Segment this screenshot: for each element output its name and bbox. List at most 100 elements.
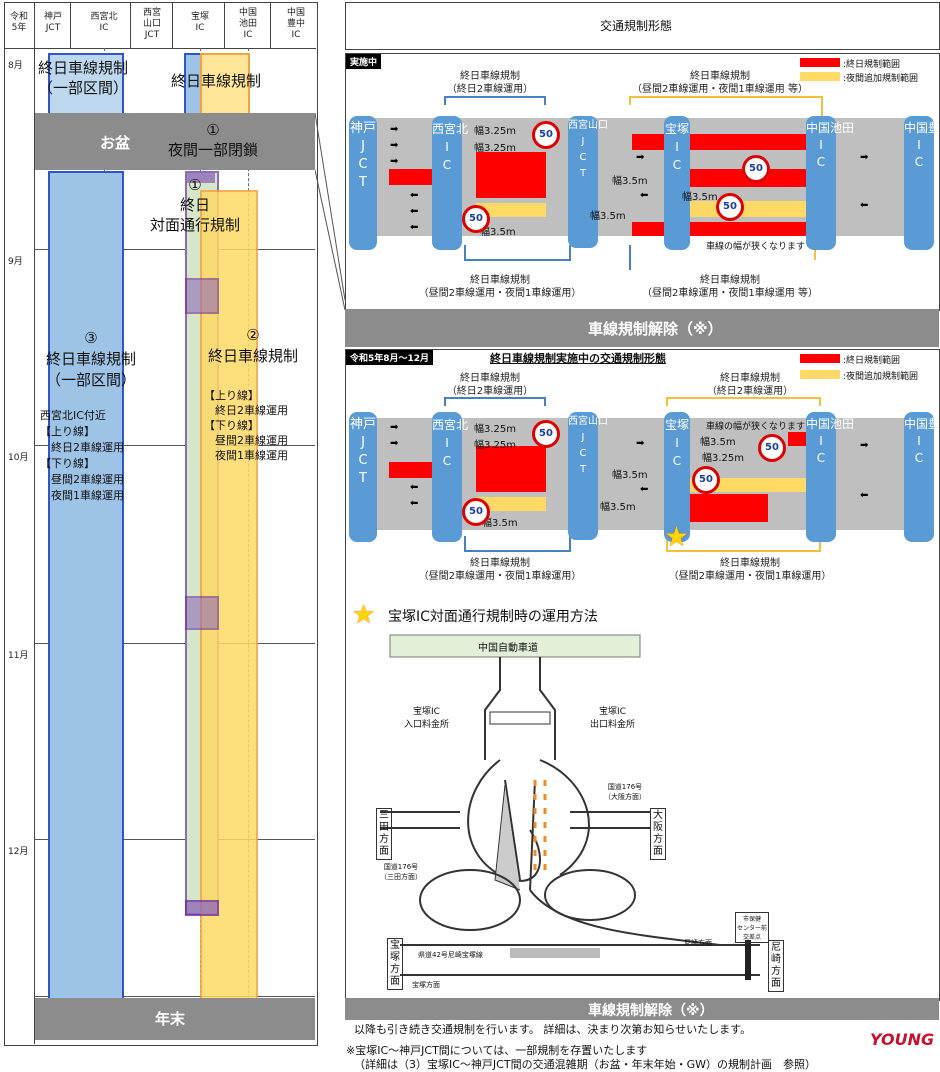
- map-title: 宝塚IC対面通行規制時の運用方法: [388, 609, 598, 625]
- s2-red-block: [476, 446, 546, 492]
- month-aug: 8月: [8, 61, 23, 71]
- section1-badge: 実施中: [346, 54, 382, 69]
- lane-arrow-right-icon: ➡: [390, 140, 399, 151]
- s1-node-kobe: 神戸 J C T: [349, 116, 377, 250]
- legend-red-swatch: [800, 58, 840, 67]
- release-band-2: [345, 998, 939, 1020]
- map-center-intersection: 市保健 センター前 交差点: [735, 912, 770, 943]
- purple-marker: [185, 900, 219, 916]
- s2-width-label: 幅3.5m: [612, 470, 648, 481]
- s2-yellow-block: [476, 497, 546, 511]
- year-col-line: [34, 2, 35, 1044]
- grid-line: [34, 445, 315, 446]
- s1-width-label: 幅3.5m: [590, 211, 626, 222]
- s1-red-block: [476, 152, 546, 198]
- lane-arrow-right-icon: ➡: [636, 438, 645, 449]
- grid-line: [34, 249, 315, 250]
- s1-bottom-left-label: 終日車線規制 （昼間2車線運用・夜間1車線運用）: [418, 275, 582, 299]
- connector-lines: [315, 112, 346, 311]
- s1-width-label: 幅3.25m: [474, 126, 517, 137]
- grid-line: [34, 643, 315, 644]
- s2-bracket-lines: [444, 397, 821, 552]
- s2-top-left-label: 終日車線規制 （終日2車線運用）: [446, 373, 534, 397]
- lane-arrow-left-icon: ⬅: [410, 498, 419, 509]
- aug-right-label: 終日車線規制: [171, 72, 262, 90]
- month-oct: 10月: [8, 453, 29, 463]
- lane-arrow-left-icon: ⬅: [640, 484, 649, 495]
- bar-2-yellow: [200, 190, 258, 1000]
- speed-limit-sign: 50: [462, 205, 490, 233]
- s2-bottom-left-label: 終日車線規制 （昼間2車線運用・夜間1車線運用）: [418, 558, 582, 582]
- purple-marker: [185, 596, 219, 630]
- bar-3-blue: [48, 171, 124, 1000]
- map-amagasaki-sign: 尼 崎 方 面: [768, 940, 784, 992]
- left-panel: [4, 2, 318, 1046]
- restriction-2-label: ② 終日車線規制: [207, 326, 298, 365]
- s2-red-block: [389, 462, 435, 478]
- legend-yellow-text: :夜間追加規制範囲: [843, 372, 919, 382]
- right-header: 交通規制形態: [600, 19, 673, 33]
- legend-red-swatch: [800, 354, 840, 363]
- obon-band: [35, 113, 315, 170]
- aug-yellow-block: [200, 53, 250, 115]
- col-header-toyonaka: 中国 豊中 IC: [286, 8, 305, 40]
- lane-arrow-left-icon: ⬅: [640, 190, 649, 201]
- nenmatsu-band: [35, 998, 315, 1040]
- s2-node-kobe: 神戸 J C T: [349, 412, 377, 542]
- interchange-map: [380, 634, 760, 980]
- map-sanda-sign: 三 田 方 面: [376, 808, 392, 860]
- lane-arrow-left-icon: ⬅: [410, 222, 419, 233]
- section2-title: 終日車線規制実施中の交通規制形態: [490, 352, 666, 365]
- left-header-row: [4, 2, 316, 49]
- s2-yellow-block: [690, 478, 810, 492]
- s1-width-label: 幅3.5m: [480, 227, 516, 238]
- release-label-2: 車線規制解除（※）: [588, 1003, 714, 1019]
- s2-top-right-label: 終日車線規制 （終日2車線運用）: [706, 373, 794, 397]
- watermark-logo: YOUNG: [870, 1030, 935, 1049]
- speed-limit-sign: 50: [758, 434, 786, 462]
- s1-narrow-note: 車線の幅が狭くなります: [706, 242, 806, 252]
- s2-width-label: 幅3.5m: [482, 518, 518, 529]
- speed-limit-sign: 50: [532, 121, 560, 149]
- s1-bottom-right-label: 終日車線規制 （昼間2車線運用・夜間1車線運用 等）: [642, 275, 818, 299]
- nenmatsu-label: 年末: [155, 1010, 186, 1028]
- s2-width-label: 幅3.5m: [700, 437, 736, 448]
- s1-width-label: 幅3.25m: [474, 143, 517, 154]
- legend-yellow-swatch: [800, 370, 840, 379]
- lane-arrow-left-icon: ⬅: [860, 490, 869, 501]
- map-prefroad: 県道42号尼崎宝塚線: [418, 951, 483, 959]
- grid-line: [34, 996, 315, 997]
- map-takarazuka-small: 宝塚方面: [412, 981, 440, 989]
- map-exit-label: 宝塚IC 出口料金所: [590, 707, 636, 730]
- s2-node-takarazuka: 宝塚 I C: [664, 412, 690, 542]
- map-star-icon: ★: [352, 600, 376, 630]
- night-closure-label: ① 夜間一部閉鎖: [167, 121, 258, 159]
- lane-arrow-right-icon: ➡: [390, 422, 399, 433]
- s2-width-label: 幅3.25m: [474, 424, 517, 435]
- section2-badge: 令和5年8月～12月: [346, 350, 434, 365]
- s1-width-label: 幅3.5m: [612, 176, 648, 187]
- header-divider: [224, 2, 225, 48]
- col-header-takarazuka: 宝塚 IC: [190, 12, 209, 33]
- speed-limit-sign: 50: [716, 193, 744, 221]
- speed-limit-sign: 50: [462, 498, 490, 526]
- s1-node-nishinomiyakita: 西宮北 I C: [432, 116, 468, 250]
- col-header-nishinomiyayamaguchi: 西宮 山口 JCT: [142, 8, 161, 40]
- release-band-1: [345, 309, 939, 347]
- s1-node-yamaguchi: 西宮山口 J C T: [568, 116, 608, 248]
- month-sep: 9月: [8, 257, 23, 267]
- facing-traffic-label: ① 終日 対面通行規制: [149, 176, 240, 234]
- s1-yellow-block: [690, 201, 810, 217]
- s1-node-takarazuka: 宝塚 I C: [664, 116, 690, 250]
- obon-label: お盆: [100, 134, 131, 152]
- legend-red-text: :終日規制範囲: [843, 356, 901, 366]
- map-amagasaki-small: 尼崎方面: [684, 939, 712, 947]
- s1-red-block: [389, 169, 435, 185]
- s1-top-right-label: 終日車線規制 （昼間2車線運用・夜間1車線運用 等）: [632, 71, 808, 95]
- map-route176-osaka: 国道176号 （大阪方面）: [604, 783, 646, 801]
- lane-arrow-right-icon: ➡: [390, 124, 399, 135]
- month-nov: 11月: [8, 651, 29, 661]
- aug-left-label: 終日車線規制 （一部区間）: [38, 59, 129, 97]
